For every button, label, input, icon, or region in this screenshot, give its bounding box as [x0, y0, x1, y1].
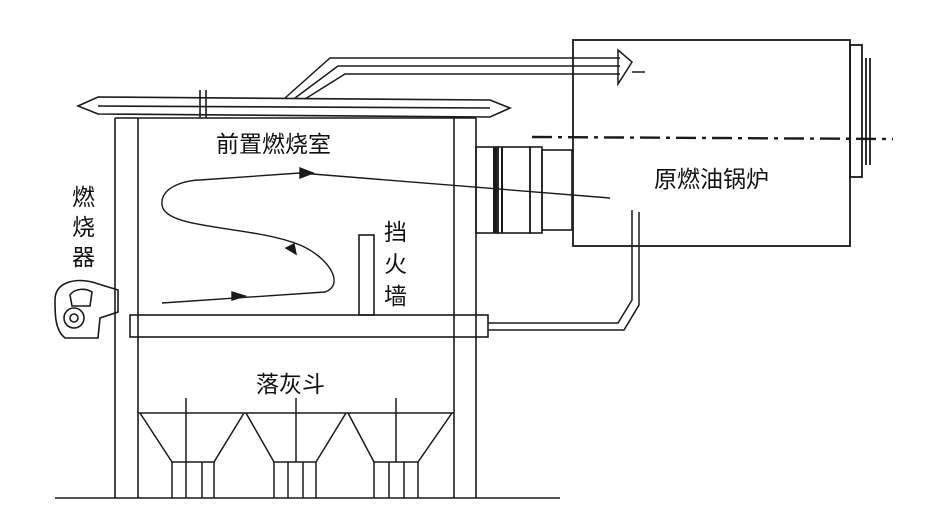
burner-label-2: 烧 — [72, 215, 95, 241]
connection-duct — [475, 146, 573, 234]
fire-wall-label-3: 墙 — [384, 284, 407, 310]
connecting-pipes — [284, 48, 645, 100]
flow-arrow — [299, 166, 315, 180]
flue-gas-path — [161, 166, 611, 304]
ash-hoppers — [138, 398, 454, 498]
ash-hopper-label: 落灰斗 — [256, 372, 325, 398]
burner-label-3: 器 — [72, 245, 95, 271]
fire-wall — [358, 234, 375, 316]
return-pipe — [488, 210, 640, 331]
flow-arrow — [231, 291, 248, 301]
pre-chamber-label: 前置燃烧室 — [216, 132, 331, 158]
grate-beam — [129, 314, 489, 338]
boiler — [531, 39, 894, 247]
burner — [54, 279, 119, 339]
flow-arrow — [284, 242, 297, 256]
fire-wall-label-2: 火 — [384, 252, 407, 278]
fire-wall-label-1: 挡 — [384, 220, 407, 246]
header-pipe — [75, 90, 513, 118]
boiler-label: 原燃油锅炉 — [654, 167, 769, 193]
burner-label-1: 燃 — [72, 185, 95, 211]
